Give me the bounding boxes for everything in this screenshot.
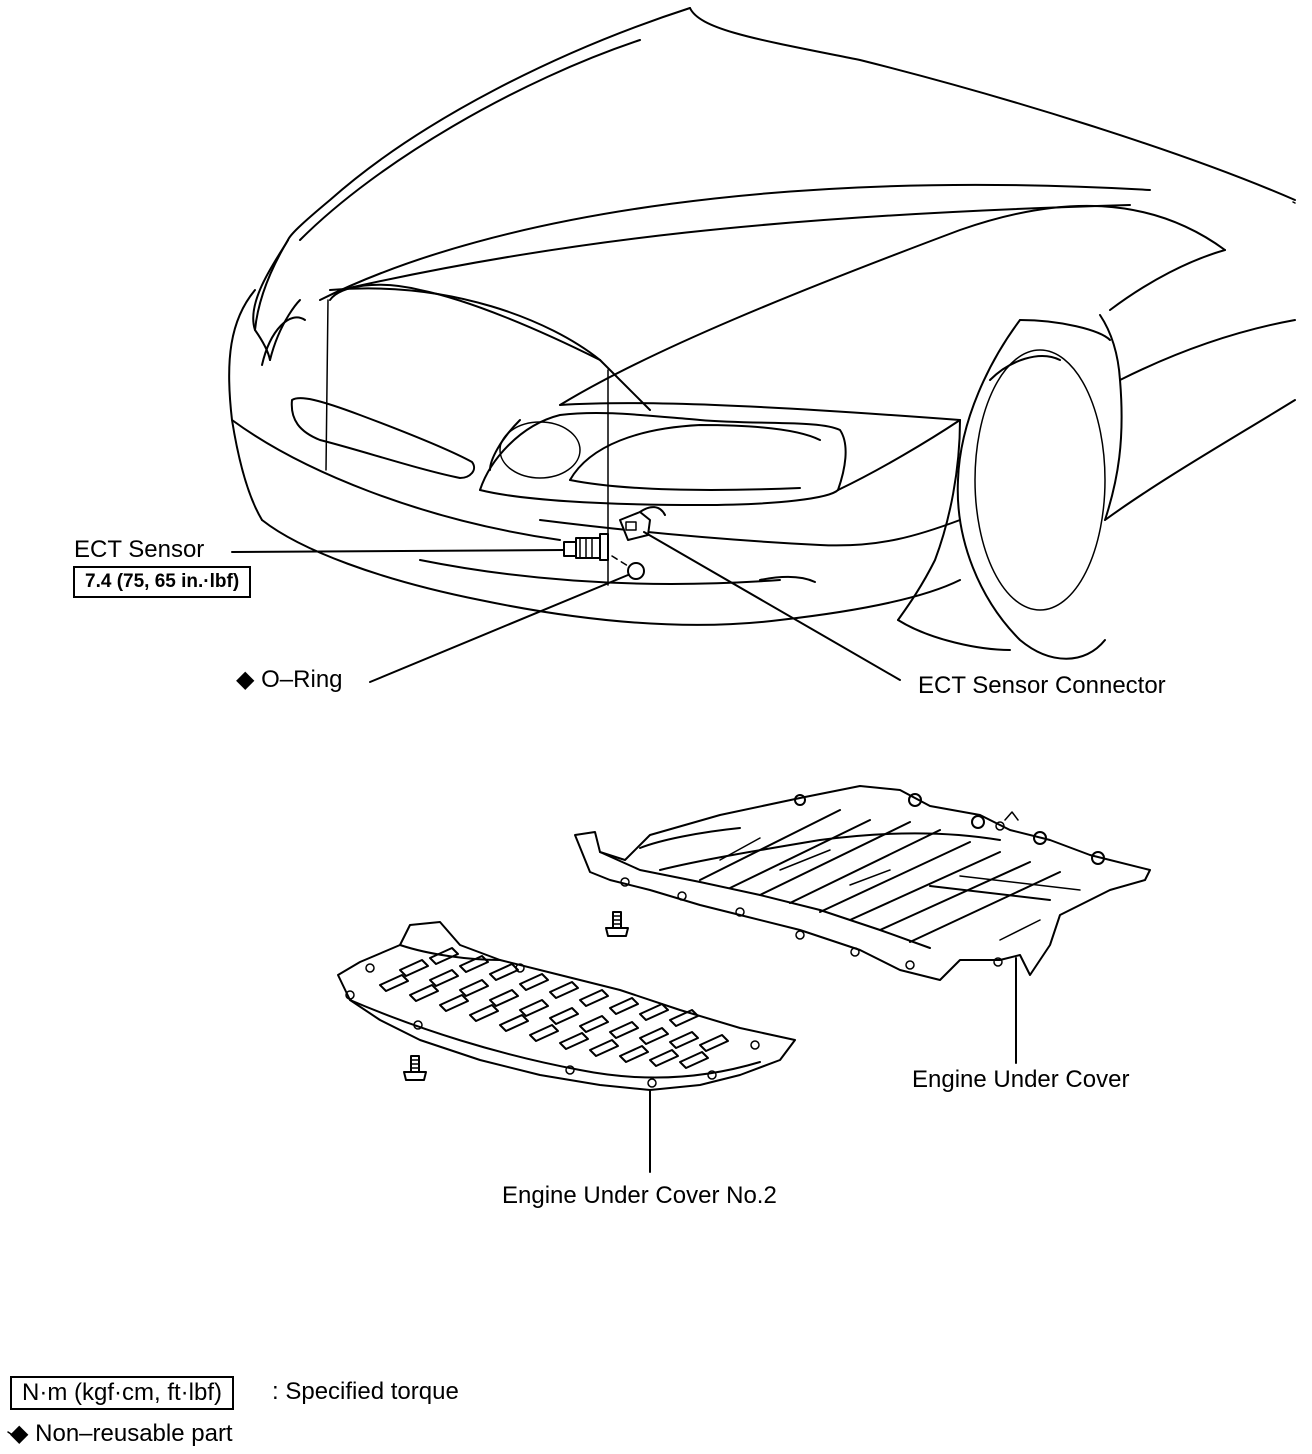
legend-nonreusable-text: Non–reusable part — [35, 1420, 233, 1447]
o-ring-label: ◆ O–Ring — [236, 668, 343, 692]
o-ring-part — [627, 562, 645, 580]
engine-under-cover-no2-part — [337, 921, 796, 1091]
engine-under-cover-part — [574, 785, 1151, 981]
engine-under-cover-label: Engine Under Cover — [912, 1066, 1130, 1093]
bolt-cover-no2 — [403, 1055, 427, 1081]
legend-nonreusable: ◆ Non–reusable part — [10, 1422, 233, 1446]
ect-sensor-connector-part — [619, 506, 666, 541]
bolt-large-cover — [605, 911, 629, 937]
non-reusable-diamond-icon: ◆ — [236, 666, 255, 693]
leader-lines — [231, 531, 1017, 1173]
ect-sensor-connector-label: ECT Sensor Connector — [918, 672, 1166, 699]
ect-sensor-label: ECT Sensor — [74, 536, 205, 563]
car-body — [228, 7, 1296, 660]
ect-sensor-torque-spec: 7.4 (75, 65 in.·lbf) — [73, 566, 252, 598]
legend-torque-text: : Specified torque — [272, 1378, 459, 1405]
o-ring-text: O–Ring — [261, 666, 343, 693]
non-reusable-diamond-icon: ◆ — [10, 1420, 29, 1447]
ect-sensor-part — [563, 533, 609, 561]
legend-torque-box: N·m (kgf·cm, ft·lbf) — [10, 1376, 234, 1411]
engine-under-cover-no2-label: Engine Under Cover No.2 — [502, 1182, 777, 1209]
